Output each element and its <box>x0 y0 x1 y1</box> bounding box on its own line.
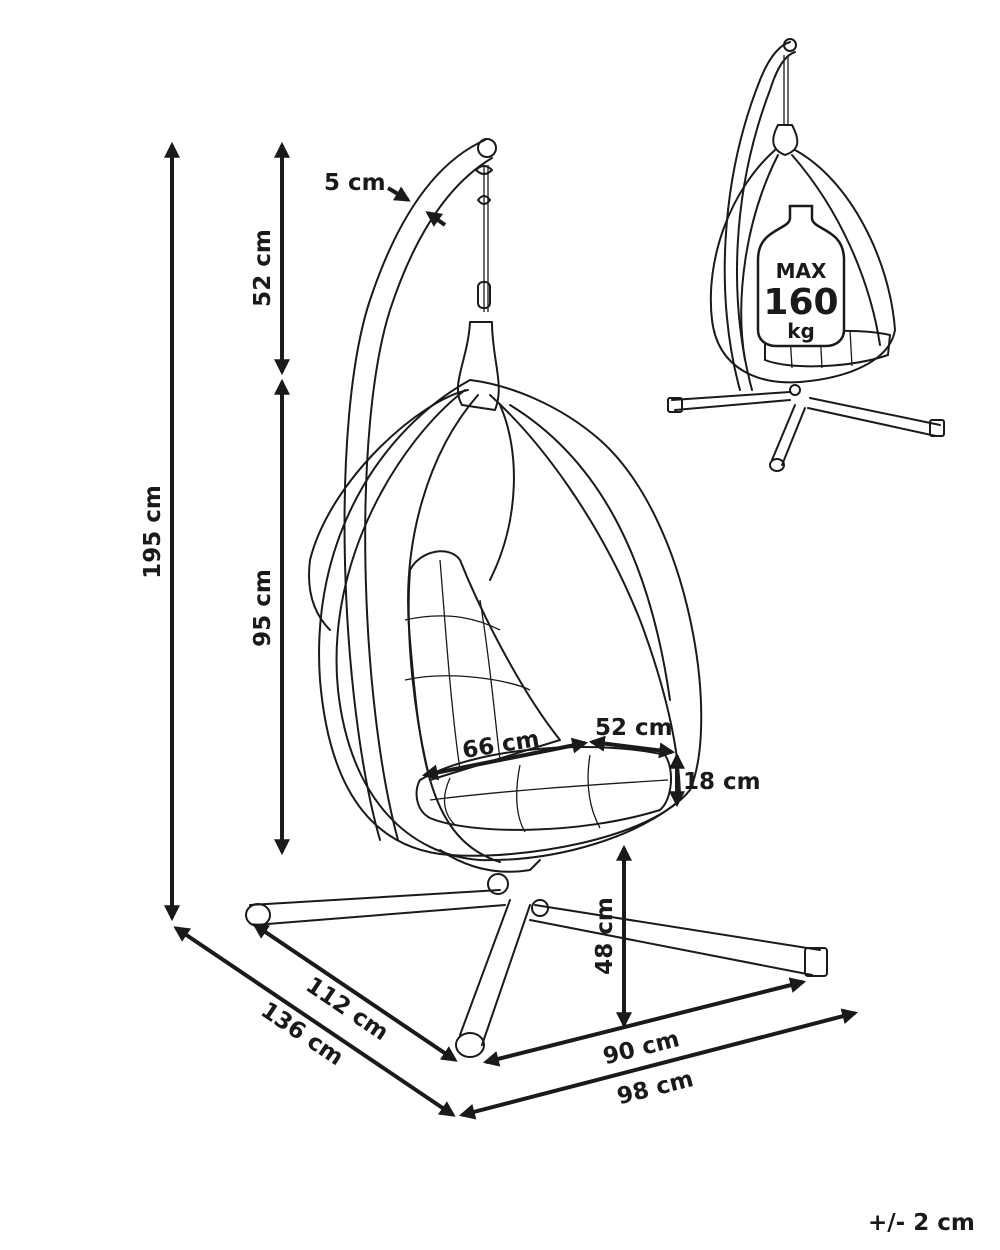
label-top: 52 cm <box>250 229 276 307</box>
arrow-tube-2 <box>425 211 447 227</box>
label-90: 90 cm <box>601 1026 683 1070</box>
label-pod-height: 95 cm <box>250 569 276 647</box>
label-seat-height: 48 cm <box>592 897 618 975</box>
hanging-chair-main <box>245 138 828 1058</box>
max-load-unit: kg <box>787 319 815 343</box>
arrow-seat-width <box>588 735 676 759</box>
label-cushion: 18 cm <box>683 769 761 795</box>
label-seat-width: 52 cm <box>595 715 673 741</box>
arrow-seat-depth <box>421 737 589 781</box>
max-load-label: MAX <box>776 259 827 283</box>
arrow-98 <box>458 1008 859 1120</box>
max-load-weight-icon: MAX 160 kg <box>756 204 846 348</box>
max-load-value: 160 <box>763 282 838 323</box>
hanging-chair-inset <box>667 38 945 472</box>
arrow-136 <box>173 926 456 1117</box>
label-tube: 5 cm <box>324 170 386 196</box>
arrow-112 <box>252 923 458 1062</box>
label-total-height: 195 cm <box>140 485 166 579</box>
arrow-tube-1 <box>386 186 411 202</box>
tolerance-note: +/- 2 cm <box>868 1210 975 1236</box>
dimension-arrows <box>164 141 859 1120</box>
